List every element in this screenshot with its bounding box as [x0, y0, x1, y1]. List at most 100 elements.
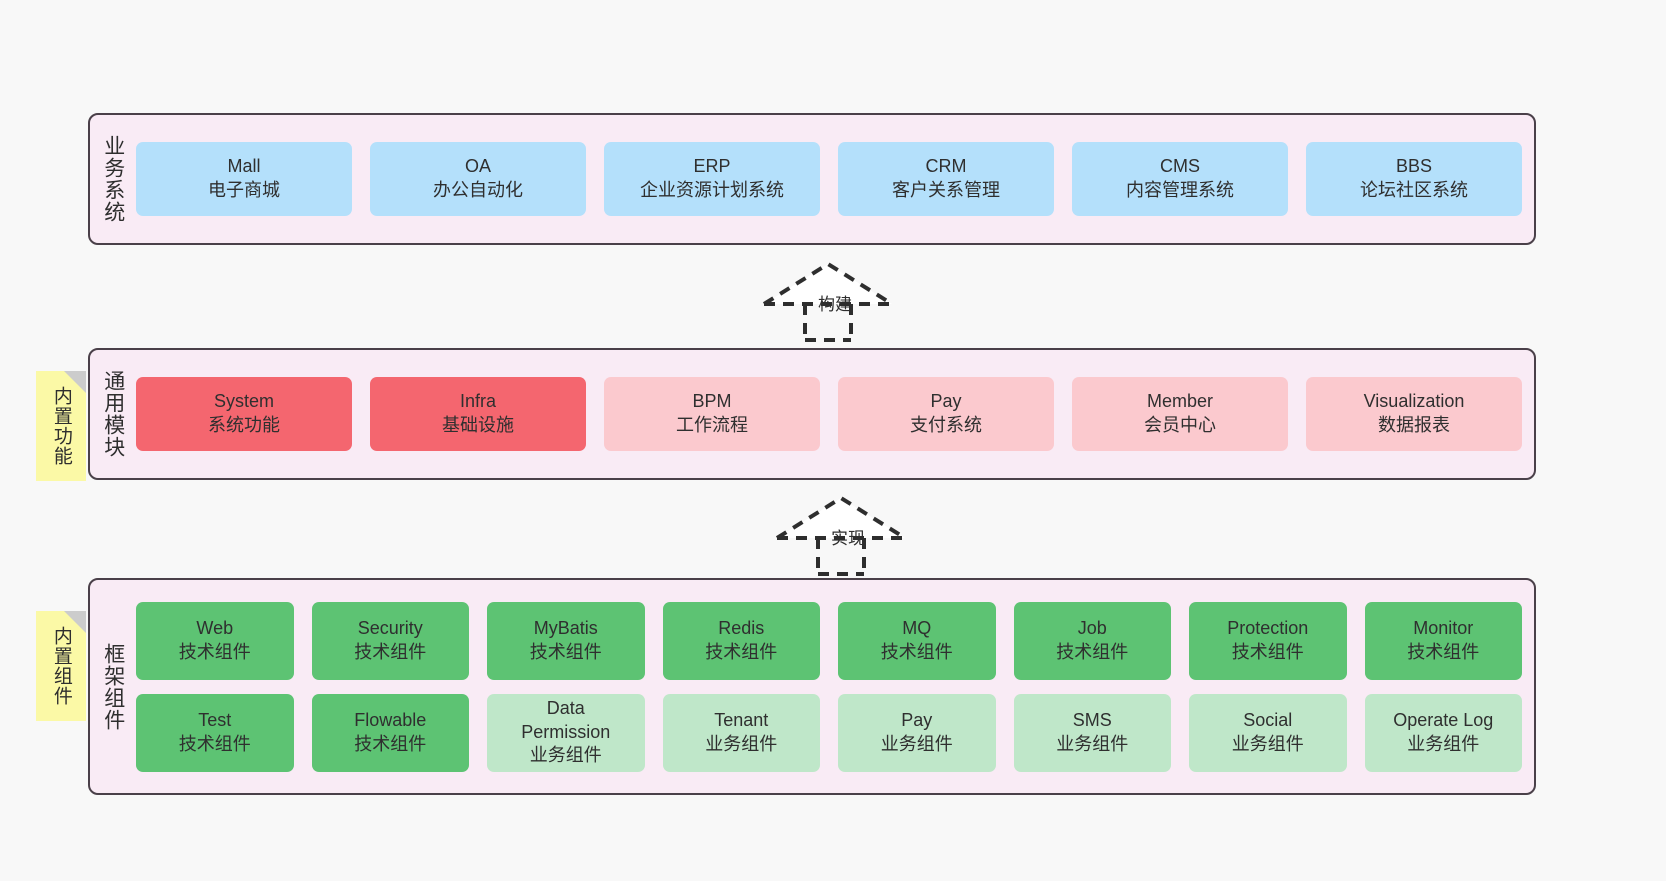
component-flowable[interactable]: Flowable 技术组件	[311, 693, 469, 772]
module-cms[interactable]: CMS 内容管理系统	[1072, 142, 1288, 216]
component-job-en: Job	[1077, 617, 1107, 638]
module-system[interactable]: System 系统功能	[136, 377, 352, 451]
component-sms[interactable]: SMS 业务组件	[1013, 693, 1171, 772]
component-redis-en: Redis	[718, 617, 765, 638]
component-tenant-en: Tenant	[714, 709, 769, 730]
layer-common-module: 通用模块 System 系统功能 Infra 基础设施 BPM 工作流程 Pay…	[88, 348, 1536, 480]
layer-common-module-title: 通用模块	[101, 370, 125, 458]
module-mall-en: Mall	[227, 156, 261, 177]
module-member-cn: 会员中心	[1144, 415, 1216, 435]
module-infra-en: Infra	[459, 391, 497, 412]
component-pay[interactable]: Pay 业务组件	[838, 693, 996, 772]
component-tenant[interactable]: Tenant 业务组件	[662, 693, 820, 772]
module-oa-cn: 办公自动化	[433, 180, 523, 200]
module-member[interactable]: Member 会员中心	[1072, 377, 1288, 451]
module-bbs-en: BBS	[1395, 156, 1433, 177]
module-visualization[interactable]: Visualization 数据报表	[1306, 377, 1522, 451]
component-test[interactable]: Test 技术组件	[136, 693, 294, 772]
component-monitor[interactable]: Monitor 技术组件	[1364, 601, 1522, 680]
component-mq-cn: 技术组件	[880, 641, 953, 662]
module-erp[interactable]: ERP 企业资源计划系统	[604, 142, 820, 216]
component-mybatis-cn: 技术组件	[529, 641, 602, 662]
component-operate-log-cn: 业务组件	[1407, 733, 1480, 754]
component-pay-cn: 业务组件	[880, 733, 953, 754]
component-job[interactable]: Job 技术组件	[1013, 601, 1171, 680]
component-web-cn: 技术组件	[178, 641, 251, 662]
module-visualization-cn: 数据报表	[1378, 415, 1450, 435]
connector-realize-label: 实现	[831, 529, 865, 548]
component-data-permission-cn: 业务组件	[529, 745, 602, 766]
layer-business-system-row: Mall 电子商城 OA 办公自动化 ERP 企业资源计划系统 CRM 客户关系…	[136, 142, 1522, 216]
component-web-en: Web	[196, 617, 234, 638]
module-bpm-en: BPM	[692, 391, 732, 412]
module-crm-en: CRM	[925, 156, 967, 177]
component-redis[interactable]: Redis 技术组件	[662, 601, 820, 680]
component-mq-en: MQ	[902, 617, 932, 638]
module-infra-cn: 基础设施	[442, 415, 514, 435]
component-social[interactable]: Social 业务组件	[1189, 693, 1347, 772]
module-member-en: Member	[1146, 391, 1213, 412]
component-redis-cn: 技术组件	[705, 641, 778, 662]
layer-framework-row-business: Test 技术组件 Flowable 技术组件 Data Permission …	[136, 693, 1522, 772]
component-social-cn: 业务组件	[1231, 733, 1304, 754]
component-monitor-en: Monitor	[1413, 617, 1474, 638]
component-pay-en: Pay	[901, 709, 933, 730]
layer-framework-row-tech: Web 技术组件 Security 技术组件 MyBatis 技术组件 Redi…	[136, 601, 1522, 680]
component-protection-cn: 技术组件	[1231, 641, 1304, 662]
component-flowable-cn: 技术组件	[354, 733, 427, 754]
connector-build-label: 构建	[818, 295, 852, 314]
note-fold-icon	[64, 611, 86, 633]
module-bpm[interactable]: BPM 工作流程	[604, 377, 820, 451]
module-bpm-cn: 工作流程	[676, 415, 748, 435]
component-job-cn: 技术组件	[1056, 641, 1129, 662]
layer-framework-component-body: Web 技术组件 Security 技术组件 MyBatis 技术组件 Redi…	[136, 580, 1534, 793]
component-operate-log[interactable]: Operate Log 业务组件	[1364, 693, 1522, 772]
component-test-cn: 技术组件	[178, 733, 251, 754]
connector-build	[760, 258, 900, 342]
component-sms-en: SMS	[1072, 709, 1112, 730]
component-social-en: Social	[1243, 709, 1293, 730]
component-data-permission-en: Data Permission	[521, 697, 611, 742]
component-mybatis-en: MyBatis	[533, 617, 598, 638]
note-builtin-component: 内置组件	[36, 611, 86, 721]
module-pay[interactable]: Pay 支付系统	[838, 377, 1054, 451]
module-oa[interactable]: OA 办公自动化	[370, 142, 586, 216]
module-oa-en: OA	[464, 156, 491, 177]
connector-realize	[773, 492, 913, 576]
module-pay-cn: 支付系统	[910, 415, 982, 435]
module-erp-cn: 企业资源计划系统	[640, 180, 784, 200]
component-sms-cn: 业务组件	[1056, 733, 1129, 754]
module-mall[interactable]: Mall 电子商城	[136, 142, 352, 216]
layer-business-system: 业务系统 Mall 电子商城 OA 办公自动化 ERP 企业资源计划系统 CRM…	[88, 113, 1536, 245]
component-monitor-cn: 技术组件	[1407, 641, 1480, 662]
component-protection[interactable]: Protection 技术组件	[1189, 601, 1347, 680]
module-system-en: System	[213, 391, 274, 412]
component-protection-en: Protection	[1227, 617, 1309, 638]
component-test-en: Test	[198, 709, 232, 730]
component-flowable-en: Flowable	[354, 709, 427, 730]
module-crm[interactable]: CRM 客户关系管理	[838, 142, 1054, 216]
layer-framework-component-title: 框架组件	[101, 642, 125, 731]
module-bbs-cn: 论坛社区系统	[1360, 180, 1468, 200]
component-mq[interactable]: MQ 技术组件	[838, 601, 996, 680]
note-builtin-component-text: 内置组件	[50, 626, 72, 706]
module-erp-en: ERP	[693, 156, 731, 177]
layer-business-system-body: Mall 电子商城 OA 办公自动化 ERP 企业资源计划系统 CRM 客户关系…	[136, 115, 1534, 243]
note-builtin-function-text: 内置功能	[50, 386, 72, 466]
layer-framework-component: 框架组件 Web 技术组件 Security 技术组件 MyBatis 技术组件…	[88, 578, 1536, 795]
layer-common-module-row: System 系统功能 Infra 基础设施 BPM 工作流程 Pay 支付系统…	[136, 377, 1522, 451]
note-builtin-function: 内置功能	[36, 371, 86, 481]
component-tenant-cn: 业务组件	[705, 733, 778, 754]
module-pay-en: Pay	[930, 391, 962, 412]
module-infra[interactable]: Infra 基础设施	[370, 377, 586, 451]
module-bbs[interactable]: BBS 论坛社区系统	[1306, 142, 1522, 216]
component-security[interactable]: Security 技术组件	[311, 601, 469, 680]
component-web[interactable]: Web 技术组件	[136, 601, 294, 680]
component-mybatis[interactable]: MyBatis 技术组件	[487, 601, 645, 680]
module-system-cn: 系统功能	[208, 415, 280, 435]
note-fold-icon	[64, 371, 86, 393]
component-security-cn: 技术组件	[354, 641, 427, 662]
module-cms-cn: 内容管理系统	[1126, 180, 1234, 200]
component-data-permission[interactable]: Data Permission 业务组件	[487, 693, 645, 772]
